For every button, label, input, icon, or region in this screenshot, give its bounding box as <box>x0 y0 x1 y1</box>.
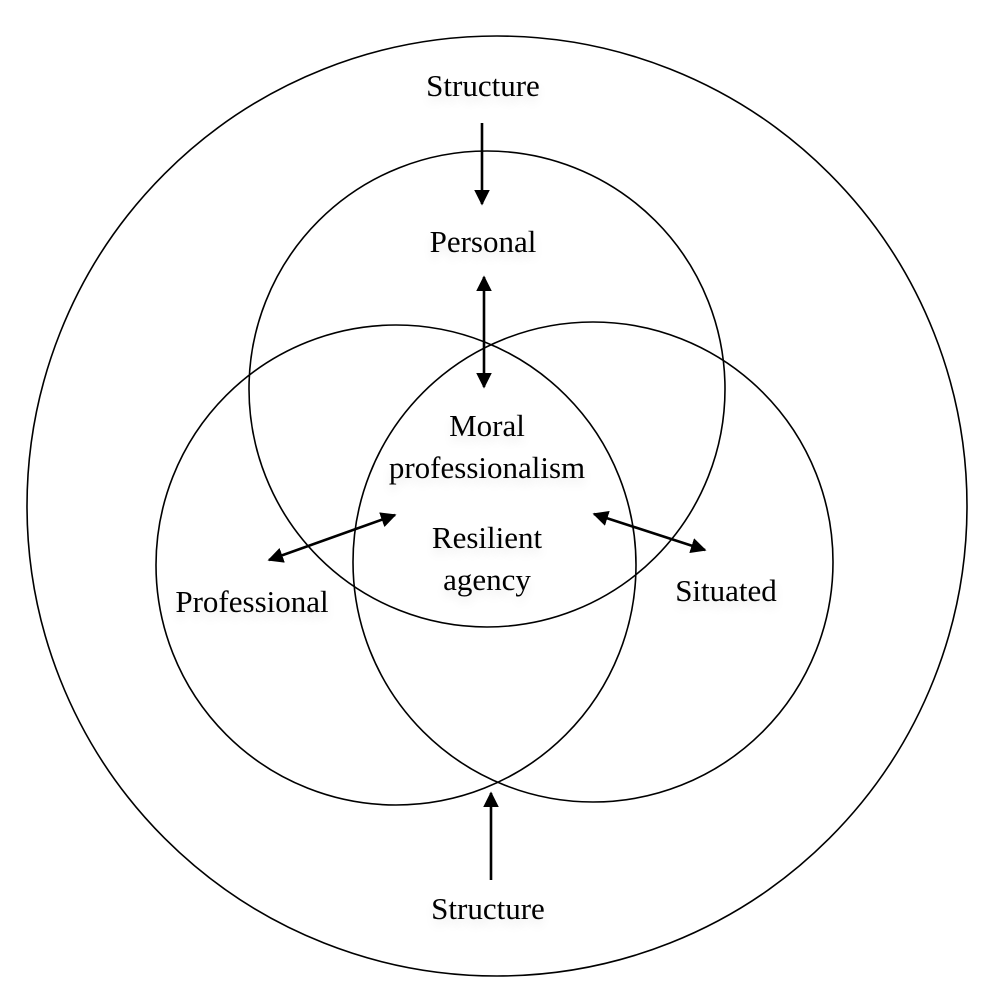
professional-label: Professional <box>175 584 329 619</box>
moral-line2: professionalism <box>388 450 586 485</box>
professional-resilient-arrow <box>267 512 397 563</box>
resilient-line2: agency <box>443 562 531 597</box>
resilient-agency-label: Resilient agency <box>397 520 577 598</box>
moral-professionalism-label: Moral professionalism <box>357 408 617 486</box>
personal-label: Personal <box>429 224 537 259</box>
resilient-situated-arrow <box>592 510 707 554</box>
moral-line1: Moral <box>449 408 525 443</box>
professional-circle <box>155 324 637 806</box>
structure-bottom-label: Structure <box>431 891 545 926</box>
situated-label: Situated <box>675 573 777 608</box>
personal-circle <box>248 150 726 628</box>
outer-structure-circle <box>26 35 968 977</box>
resilient-line1: Resilient <box>431 520 543 555</box>
structure-top-label: Structure <box>426 68 540 103</box>
